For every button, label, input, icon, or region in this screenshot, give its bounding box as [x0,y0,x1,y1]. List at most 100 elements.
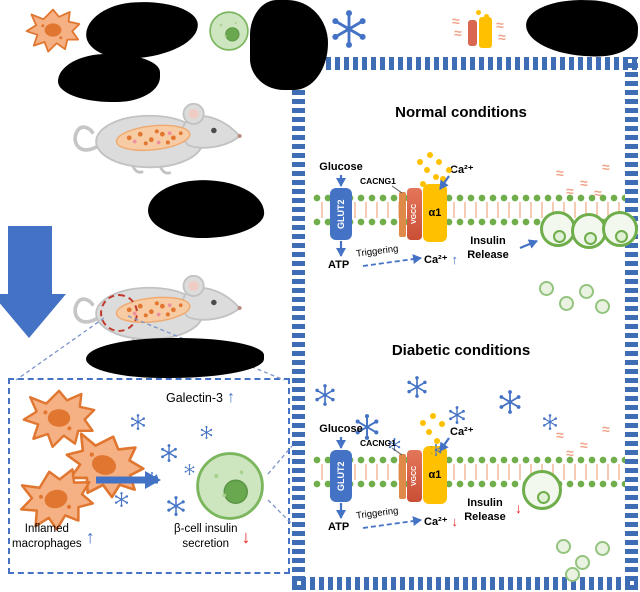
triggering-label: Triggering [355,505,399,522]
galectin3-icon [114,492,129,507]
galectin3-icon [314,384,336,406]
insulin-release-arrow [519,239,538,250]
redacted-label-4 [58,54,160,102]
galectin3-icon [184,464,195,475]
calcium-bottom: Ca²⁺ ↓ [424,514,458,529]
glyco-squiggle [556,166,564,180]
insulin-granule [602,211,638,247]
calcium-ion [430,413,436,419]
calcium-ion [420,420,426,426]
glyco-squiggle [594,186,602,200]
atp-label: ATP [328,521,350,533]
panel-border-bottom [292,577,638,590]
calcium-ion [427,152,433,158]
glyco-squiggle [580,438,588,452]
calcium-ion [433,174,439,180]
pancreas-zoom-circle [100,294,138,332]
galectin3-icon [498,390,522,414]
insulin-vesicle [579,284,594,299]
vgcc-channel-icon [468,20,477,46]
beta-secretion-down-arrow: ↓ [241,526,251,547]
channel-legend-icon [452,10,528,54]
beta-secretion-line2: secretion [182,538,230,550]
calcium-ion [424,167,430,173]
calcium-bottom-label: Ca²⁺ [424,516,448,528]
beta-secretion-line1: β-cell insulin [174,523,238,535]
calcium-bottom-label: Ca²⁺ [424,254,448,266]
glyco-squiggle [566,184,574,198]
insulin-vesicle [539,281,554,296]
insulin-line2: Release [467,249,509,261]
insulin-granule [571,213,607,249]
galectin3-callout: Galectin-3 ↑ [166,389,235,407]
vgcc-label: VGCC [411,203,418,225]
glyco-squiggle [454,26,462,40]
calcium-ion [436,159,442,165]
insulin-release-label: Insulin Release [456,496,514,524]
redacted-label-2 [250,0,328,90]
insulin-vesicle [595,299,610,314]
alpha1-label: α1 [428,207,442,219]
galectin3-icon [200,426,213,439]
insulin-line2: Release [464,511,506,523]
alpha1-label: α1 [428,469,442,481]
galectin3-icon [160,444,178,462]
galectin3-icon [166,496,186,516]
panel-border-top [299,57,638,70]
glucose-label: Glucose [319,161,363,173]
glyco-squiggle [566,446,574,460]
galectin3-icon [330,10,368,48]
galectin3-icon [448,406,466,424]
calcium-down-arrow: ↓ [451,514,459,529]
calcium-ion [426,429,432,435]
galectin3-up-arrow: ↑ [226,389,235,406]
inflamed-up-arrow: ↑ [85,526,95,547]
redacted-label-1 [84,0,200,61]
redacted-label-6 [86,338,264,378]
inflamed-macrophages-callout: Inflamed macrophages ↑ [12,522,95,552]
glut2-label: GLUT2 [336,461,346,491]
gamma-subunit [399,192,406,237]
calcium-ion [476,10,481,15]
galectin3-icon [130,414,146,430]
calcium-ion [430,187,436,193]
gamma-subunit [399,454,406,499]
glut2-transporter: GLUT2 [330,450,352,502]
vgcc-channel: VGCC [407,450,422,502]
galectin3-icon [146,472,158,484]
vgcc-label: VGCC [411,465,418,487]
progression-arrow [0,226,66,338]
calcium-ion [440,176,446,182]
alpha1-subunit-icon [479,17,492,48]
alpha1-subunit: α1 [423,446,447,504]
cacng1-label: CACNG1 [360,176,396,186]
normal-title: Normal conditions [395,104,527,121]
insulin-vesicle [559,296,574,311]
insulin-down-arrow: ↓ [515,500,522,516]
beta-cell [194,450,266,522]
inflamed-line1: Inflamed [24,523,69,535]
triggering-arrow [362,254,422,267]
alpha1-subunit: α1 [423,184,447,242]
macrophage-icon [22,6,84,54]
panel-border-left [292,57,305,590]
calcium-bottom: Ca²⁺ ↑ [424,252,458,267]
calcium-ion [484,14,489,19]
insulin-line1: Insulin [470,235,506,247]
calcium-ion [429,447,435,453]
calcium-ion [439,421,445,427]
calcium-ion [417,159,423,165]
inflamed-line2: macrophages [12,538,82,550]
redacted-label-5 [147,177,265,241]
insulin-vesicle [575,555,590,570]
triggering-arrow [362,516,422,529]
beta-cell-icon [208,10,250,52]
galectin3-icon [406,376,428,398]
glucose-label: Glucose [319,423,363,435]
diabetic-title: Diabetic conditions [391,342,531,359]
insulin-granule [522,470,562,510]
glut2-label: GLUT2 [336,199,346,229]
glut2-transporter: GLUT2 [330,188,352,240]
redacted-label-3 [525,0,639,58]
calcium-top-label: Ca²⁺ [450,164,474,176]
